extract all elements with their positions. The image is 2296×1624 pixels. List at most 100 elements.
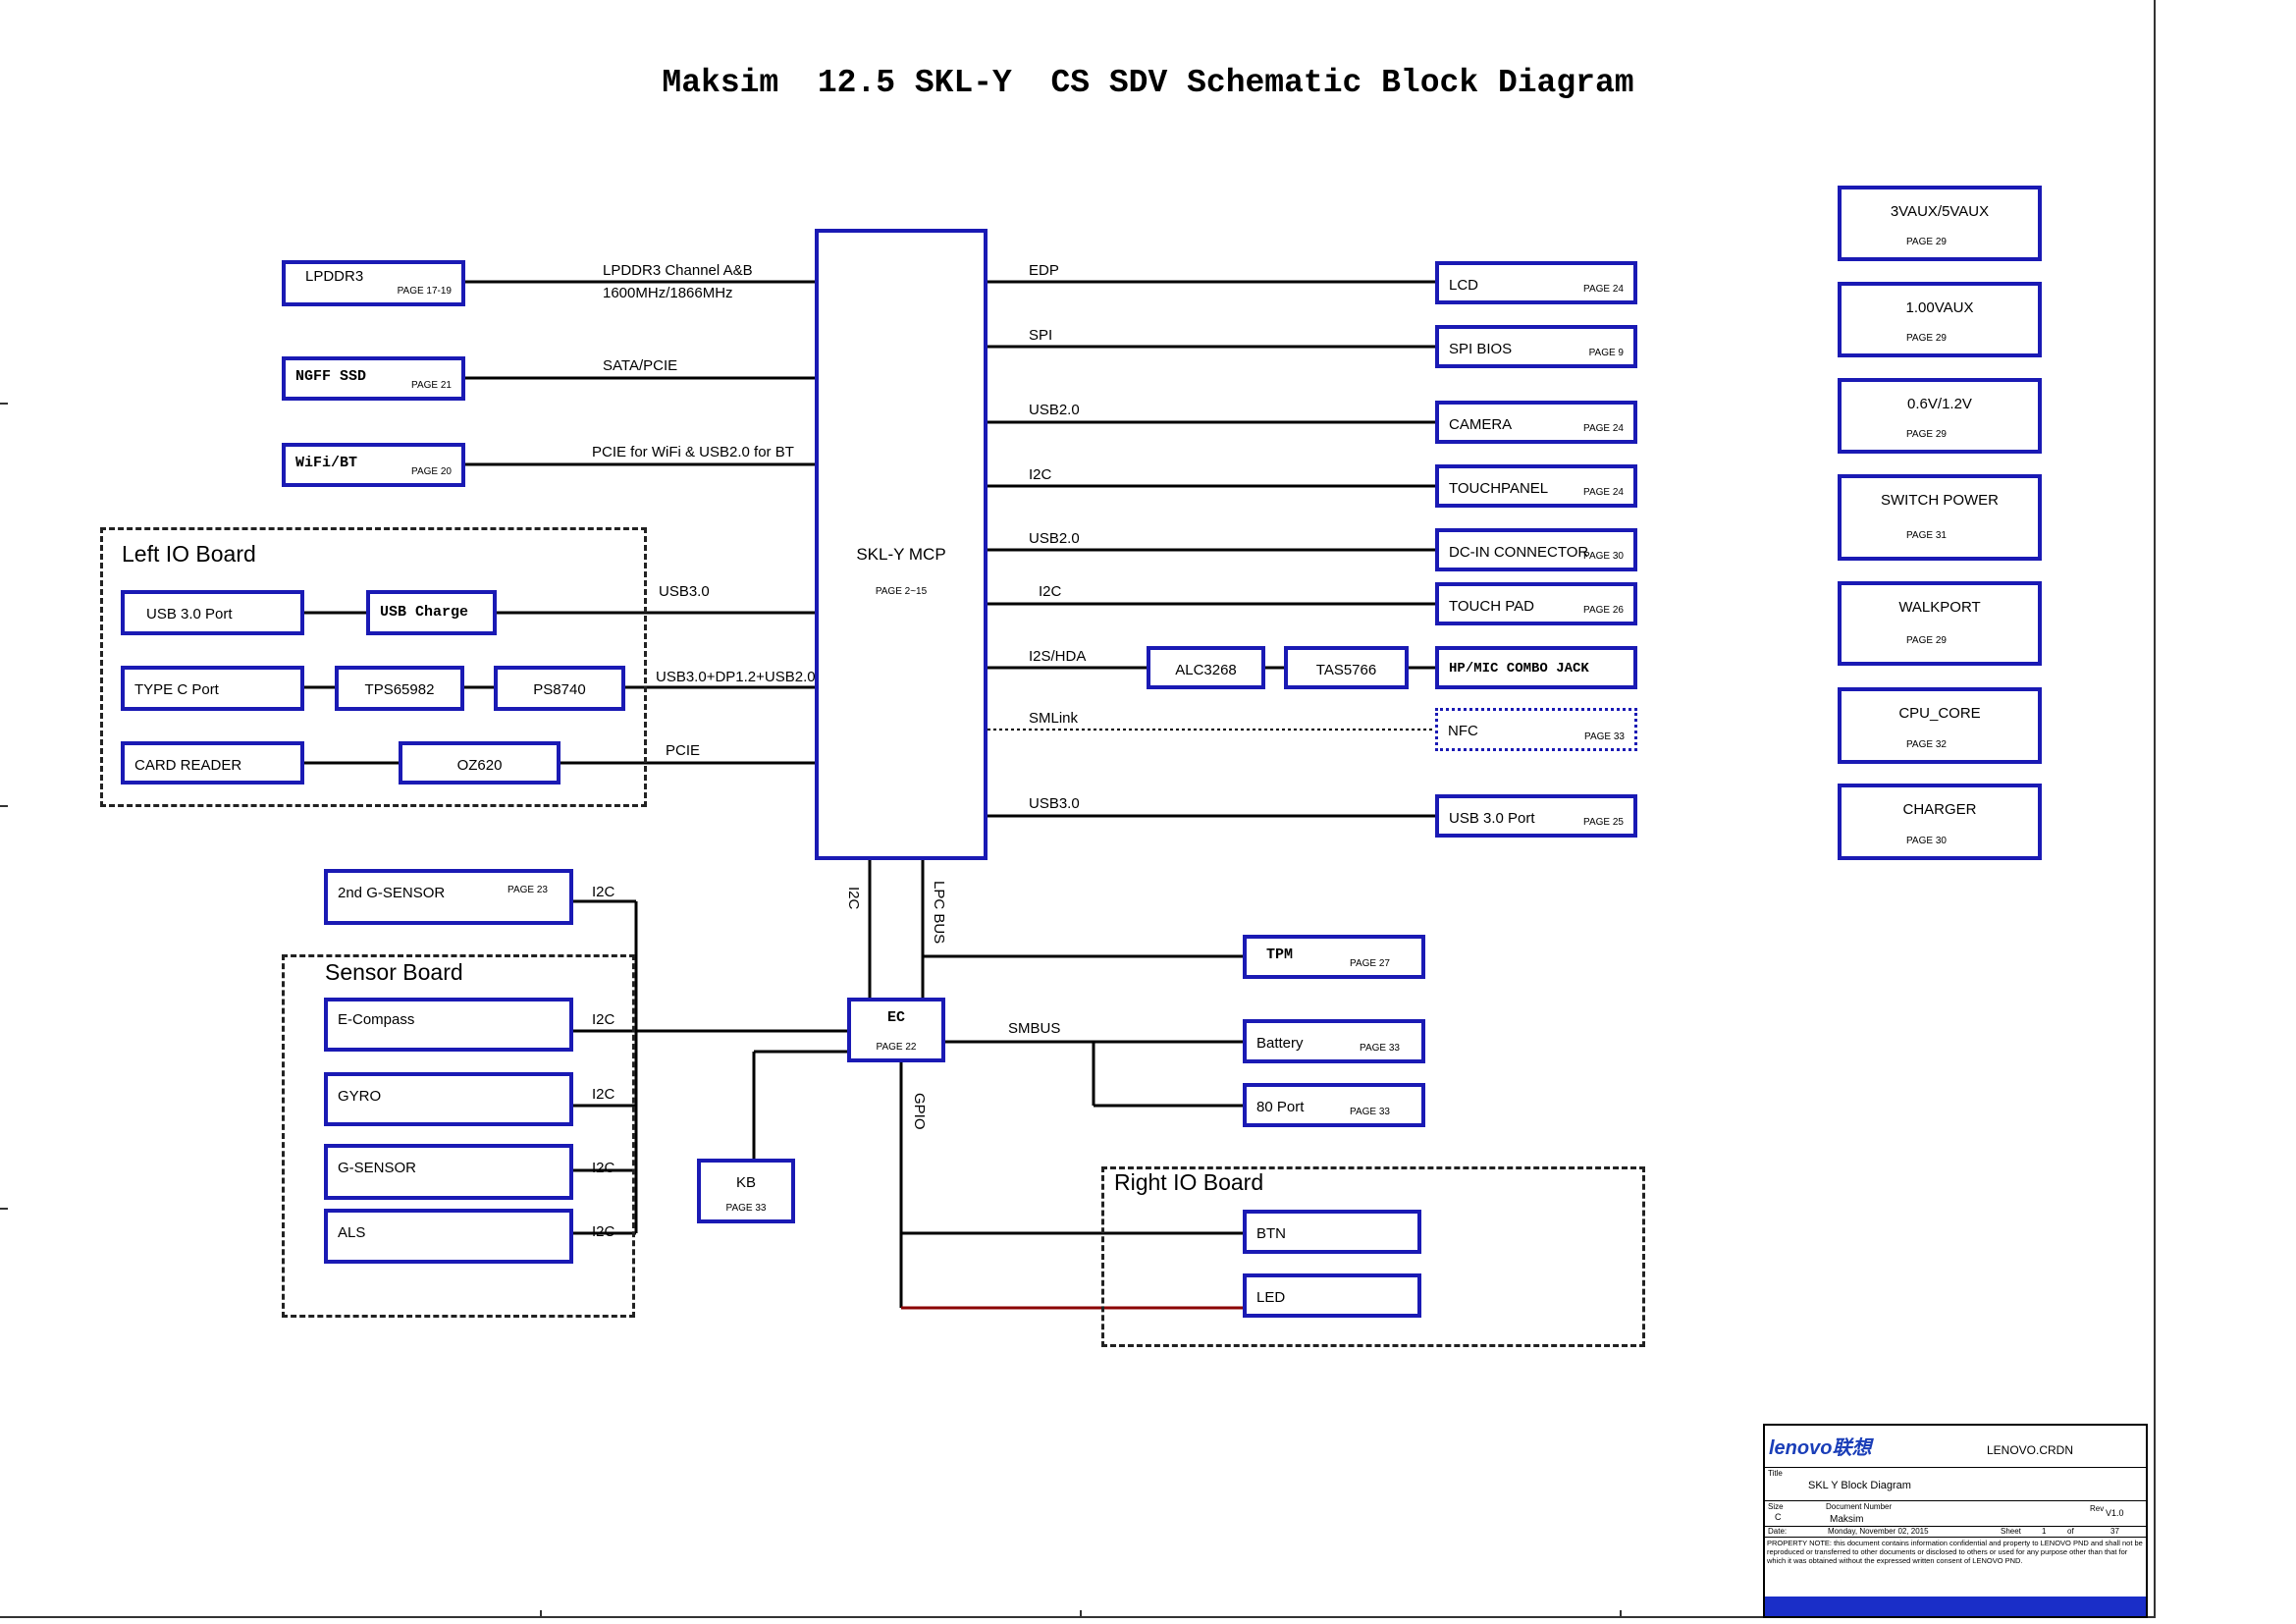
tas5766-label: TAS5766: [1315, 662, 1377, 678]
wifi-bt-page: PAGE 20: [411, 466, 452, 477]
spi-bus-label: SPI: [1029, 327, 1053, 344]
ngff-ssd-label: NGFF SSD: [295, 368, 367, 385]
hp-mic-jack-block: HP/MIC COMBO JACK: [1435, 646, 1637, 689]
port80-label: 80 Port: [1256, 1099, 1305, 1115]
led-block: LED: [1243, 1273, 1421, 1318]
card-reader-block: CARD READER: [121, 741, 304, 785]
usb-charge-label: USB Charge: [380, 604, 469, 621]
led-label: LED: [1256, 1289, 1286, 1306]
lpddr3-page: PAGE 17-19: [397, 286, 452, 297]
power-rail-cpu-core: CPU_CORE PAGE 32: [1838, 687, 2042, 764]
lenovo-logo: lenovo联想: [1769, 1437, 1872, 1459]
power-rail-page: PAGE 29: [1906, 237, 1947, 247]
gyro-bus-label: I2C: [592, 1086, 615, 1103]
btn-block: BTN: [1243, 1210, 1421, 1254]
battery-page: PAGE 33: [1360, 1043, 1400, 1054]
spi-bios-block: SPI BIOS PAGE 9: [1435, 325, 1637, 368]
power-rail-3vaux: 3VAUX/5VAUX PAGE 29: [1838, 186, 2042, 261]
frame-tick: [1080, 1610, 1082, 1618]
total-sheets: 37: [2110, 1527, 2119, 1536]
touchpad-bus-label: I2C: [1039, 583, 1062, 600]
oz620-label: OZ620: [456, 757, 503, 774]
typec-port-block: TYPE C Port: [121, 666, 304, 711]
of-label: of: [2067, 1527, 2074, 1536]
gsensor2-page: PAGE 23: [507, 885, 548, 895]
typec-port-label: TYPE C Port: [134, 681, 219, 698]
ecompass-block: E-Compass: [324, 998, 573, 1052]
usb30-port-left-block: USB 3.0 Port: [121, 590, 304, 635]
drawing-title: SKL Y Block Diagram: [1808, 1480, 1911, 1491]
power-rail-charger: CHARGER PAGE 30: [1838, 784, 2042, 860]
right-io-board: [1101, 1166, 1645, 1347]
alc3268-label: ALC3268: [1175, 662, 1237, 678]
power-rail-page: PAGE 32: [1906, 739, 1947, 750]
kb-label: KB: [735, 1174, 756, 1191]
touchpad-page: PAGE 26: [1583, 605, 1624, 616]
drawing-frame: [0, 0, 2156, 1618]
ec-page: PAGE 22: [876, 1042, 917, 1053]
ecompass-label: E-Compass: [338, 1011, 415, 1028]
btn-label: BTN: [1256, 1225, 1286, 1242]
sensor-board-title: Sensor Board: [325, 959, 463, 985]
smlink-bus-label: SMLink: [1029, 710, 1079, 727]
frame-tick: [0, 403, 8, 405]
ec-block: EC PAGE 22: [847, 998, 945, 1062]
power-rail-walkport: WALKPORT PAGE 29: [1838, 581, 2042, 666]
typec-bus-label: USB3.0+DP1.2+USB2.0: [656, 669, 816, 685]
spi-bios-label: SPI BIOS: [1449, 341, 1513, 357]
dcin-bus-label: USB2.0: [1029, 530, 1080, 547]
card-reader-label: CARD READER: [134, 757, 242, 774]
nfc-page: PAGE 33: [1584, 731, 1625, 742]
lpddr3-label: LPDDR3: [305, 268, 364, 285]
power-rail-page: PAGE 29: [1906, 429, 1947, 440]
tps65982-block: TPS65982: [335, 666, 464, 711]
touchpad-block: TOUCH PAD PAGE 26: [1435, 582, 1637, 625]
lcd-label: LCD: [1449, 277, 1479, 294]
left-io-title: Left IO Board: [122, 541, 256, 567]
battery-block: Battery PAGE 33: [1243, 1019, 1425, 1063]
power-rail-label: 0.6V/1.2V: [1907, 396, 1972, 412]
power-rail-0v6: 0.6V/1.2V PAGE 29: [1838, 378, 2042, 454]
company-name: LENOVO.CRDN: [1987, 1443, 2074, 1457]
frame-tick: [1620, 1610, 1622, 1618]
frame-tick: [0, 805, 8, 807]
lpc-bus-label: LPC BUS: [931, 881, 947, 945]
ngff-ssd-page: PAGE 21: [411, 380, 452, 391]
gsensor-block: G-SENSOR: [324, 1144, 573, 1200]
touchpanel-label: TOUCHPANEL: [1449, 480, 1549, 497]
usb30-port-left-label: USB 3.0 Port: [146, 606, 233, 623]
power-rail-label: CPU_CORE: [1898, 705, 1981, 722]
hda-bus-label: I2S/HDA: [1029, 648, 1087, 665]
sensor-board: [282, 954, 635, 1318]
touchpanel-block: TOUCHPANEL PAGE 24: [1435, 464, 1637, 508]
title-block: lenovo联想 LENOVO.CRDN Title SKL Y Block D…: [1763, 1424, 2148, 1618]
lpddr3-speed-label: 1600MHz/1866MHz: [603, 285, 733, 301]
gsensor-label: G-SENSOR: [338, 1160, 417, 1176]
ps8740-label: PS8740: [533, 681, 586, 698]
usb30-port-right-label: USB 3.0 Port: [1449, 810, 1535, 827]
docnum-value: Maksim: [1830, 1514, 1864, 1525]
tpm-label: TPM: [1266, 947, 1294, 963]
size-label: Size: [1768, 1502, 1784, 1511]
dcin-connector-page: PAGE 30: [1583, 551, 1624, 562]
als-label: ALS: [338, 1224, 366, 1241]
dcin-connector-block: DC-IN CONNECTOR PAGE 30: [1435, 528, 1637, 571]
tps65982-label: TPS65982: [364, 681, 435, 698]
rev-label: Rev: [2090, 1504, 2105, 1513]
power-rail-label: WALKPORT: [1898, 599, 1981, 616]
power-rail-label: SWITCH POWER: [1881, 492, 1999, 509]
mcp-page: PAGE 2~15: [875, 586, 928, 597]
touchpad-label: TOUCH PAD: [1449, 598, 1534, 615]
lcd-block: LCD PAGE 24: [1435, 261, 1637, 304]
ecompass-bus-label: I2C: [592, 1011, 615, 1028]
mcp-label: SKL-Y MCP: [856, 545, 946, 564]
left-io-board: [100, 527, 647, 807]
usb-charge-block: USB Charge: [366, 590, 497, 635]
ngff-bus-label: SATA/PCIE: [603, 357, 678, 374]
title-label: Title: [1768, 1469, 1783, 1478]
usb30-bus-label: USB3.0: [659, 583, 710, 600]
gsensor-bus-label: I2C: [592, 1160, 615, 1176]
title-block-stripe: [1765, 1597, 2146, 1616]
spi-bios-page: PAGE 9: [1588, 348, 1624, 358]
